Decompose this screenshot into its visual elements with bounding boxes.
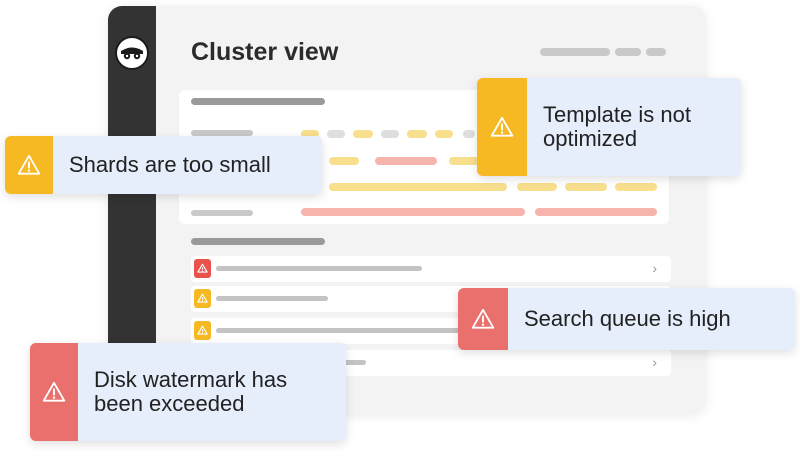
shard-segment [329, 183, 507, 191]
shard-segment [327, 130, 345, 138]
list-item-text-placeholder [216, 266, 422, 271]
shard-segment [407, 130, 427, 138]
warning-triangle-icon [458, 288, 508, 350]
list-item-text-placeholder [216, 296, 328, 301]
alert-shards-too-small[interactable]: Shards are too small [5, 136, 322, 194]
page-title: Cluster view [191, 38, 339, 66]
label-placeholder [191, 210, 253, 216]
shard-segment [463, 130, 475, 138]
shard-segment [353, 130, 373, 138]
warning-triangle-icon [30, 343, 78, 441]
alert-message: Template is not optimized [543, 101, 691, 151]
alert-message: Search queue is high [524, 305, 731, 331]
warning-triangle-icon [5, 136, 53, 194]
list-heading-placeholder [191, 238, 325, 245]
header-placeholder [646, 48, 666, 56]
warning-triangle-icon [477, 78, 527, 176]
warning-triangle-icon [194, 289, 211, 308]
list-item[interactable]: › [191, 256, 671, 282]
shard-segment [517, 183, 557, 191]
shard-segment [535, 208, 657, 216]
section-heading-placeholder [191, 98, 325, 105]
shard-segment [301, 130, 319, 138]
shard-segment [329, 157, 359, 165]
shard-segment [375, 157, 437, 165]
warning-triangle-icon [194, 259, 211, 278]
shard-segment [615, 183, 657, 191]
label-placeholder [191, 130, 253, 136]
shard-segment [381, 130, 399, 138]
warning-triangle-icon [194, 321, 211, 340]
list-item-text-placeholder [216, 328, 466, 333]
header-placeholder [615, 48, 641, 56]
shard-segment [301, 208, 525, 216]
shard-segment [565, 183, 607, 191]
chevron-right-icon[interactable]: › [652, 354, 657, 370]
header-placeholder [540, 48, 610, 56]
shard-segment [435, 130, 453, 138]
shard-segment [449, 157, 479, 165]
alert-disk-watermark-exceeded[interactable]: Disk watermark has been exceeded [30, 343, 346, 441]
alert-message: Disk watermark has been exceeded [94, 366, 288, 416]
alert-message: Shards are too small [69, 151, 271, 177]
alert-search-queue-high[interactable]: Search queue is high [458, 288, 795, 350]
alert-template-not-optimized[interactable]: Template is not optimized [477, 78, 741, 176]
owl-logo-icon[interactable] [115, 36, 149, 70]
chevron-right-icon[interactable]: › [652, 260, 657, 276]
